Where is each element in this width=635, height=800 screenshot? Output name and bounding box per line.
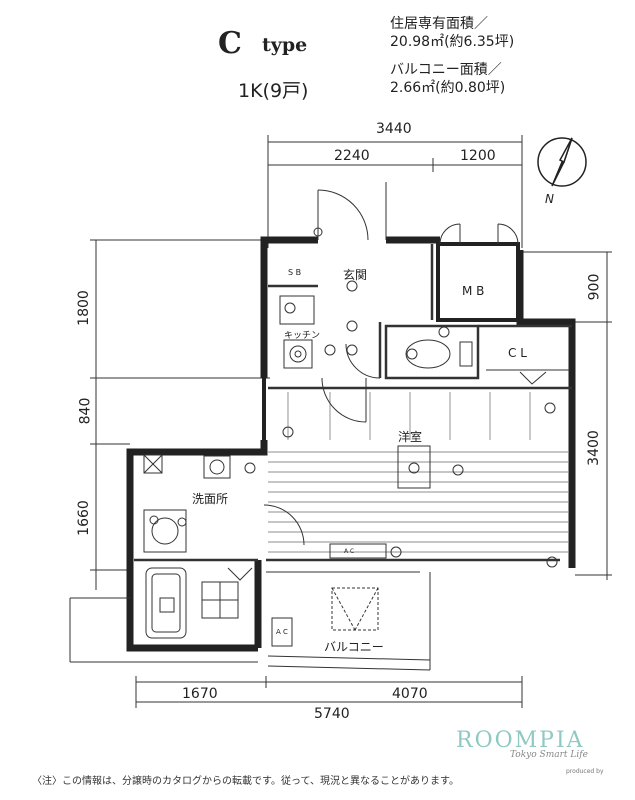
outdoor-unit-label: A C: [276, 628, 288, 636]
living-area-label: 住居専有面積／: [390, 16, 488, 32]
aircon-label: A C: [344, 548, 355, 555]
layout-label: 1K(9戸): [238, 80, 309, 102]
compass-icon: [537, 137, 587, 187]
room-kitchen: キッチン: [284, 331, 321, 341]
compass-north-label: N: [545, 192, 554, 206]
dim-left-bottom: 1660: [75, 500, 92, 536]
dim-left-mid: 840: [77, 397, 94, 425]
produced-by-label: produced by: [566, 768, 604, 775]
room-shoe-box: S B: [288, 268, 302, 277]
dim-left-top: 1800: [75, 290, 92, 326]
room-washroom: 洗面所: [192, 492, 229, 506]
disclaimer-note: 〈注〉この情報は、分譲時のカタログからの転載です。従って、現況と異なることがあり…: [32, 776, 459, 787]
room-entrance: 玄関: [343, 268, 368, 282]
dim-bottom-right: 4070: [392, 686, 428, 702]
dim-bottom-left: 1670: [182, 686, 218, 702]
dim-right-top: 900: [586, 273, 603, 301]
dim-right-bottom: 3400: [585, 430, 602, 466]
living-area-value: 20.98㎡(約6.35坪): [390, 34, 515, 50]
balcony-area-label: バルコニー面積／: [390, 62, 502, 78]
roompia-tagline: Tokyo Smart Life: [510, 750, 588, 760]
balcony-area-value: 2.66㎡(約0.80坪): [390, 80, 506, 96]
room-meter-box: M B: [462, 284, 485, 298]
dim-top-left: 2240: [334, 148, 370, 164]
type-letter: C: [218, 26, 242, 61]
dim-top-total: 3440: [376, 121, 412, 137]
room-closet: C L: [508, 346, 527, 360]
room-balcony: バルコニー: [324, 640, 384, 654]
dim-bottom-total: 5740: [314, 706, 350, 722]
roompia-logo: ROOMPIA: [456, 728, 585, 753]
room-western: 洋室: [398, 430, 423, 444]
type-word: type: [262, 34, 308, 56]
dim-top-right: 1200: [460, 148, 496, 164]
